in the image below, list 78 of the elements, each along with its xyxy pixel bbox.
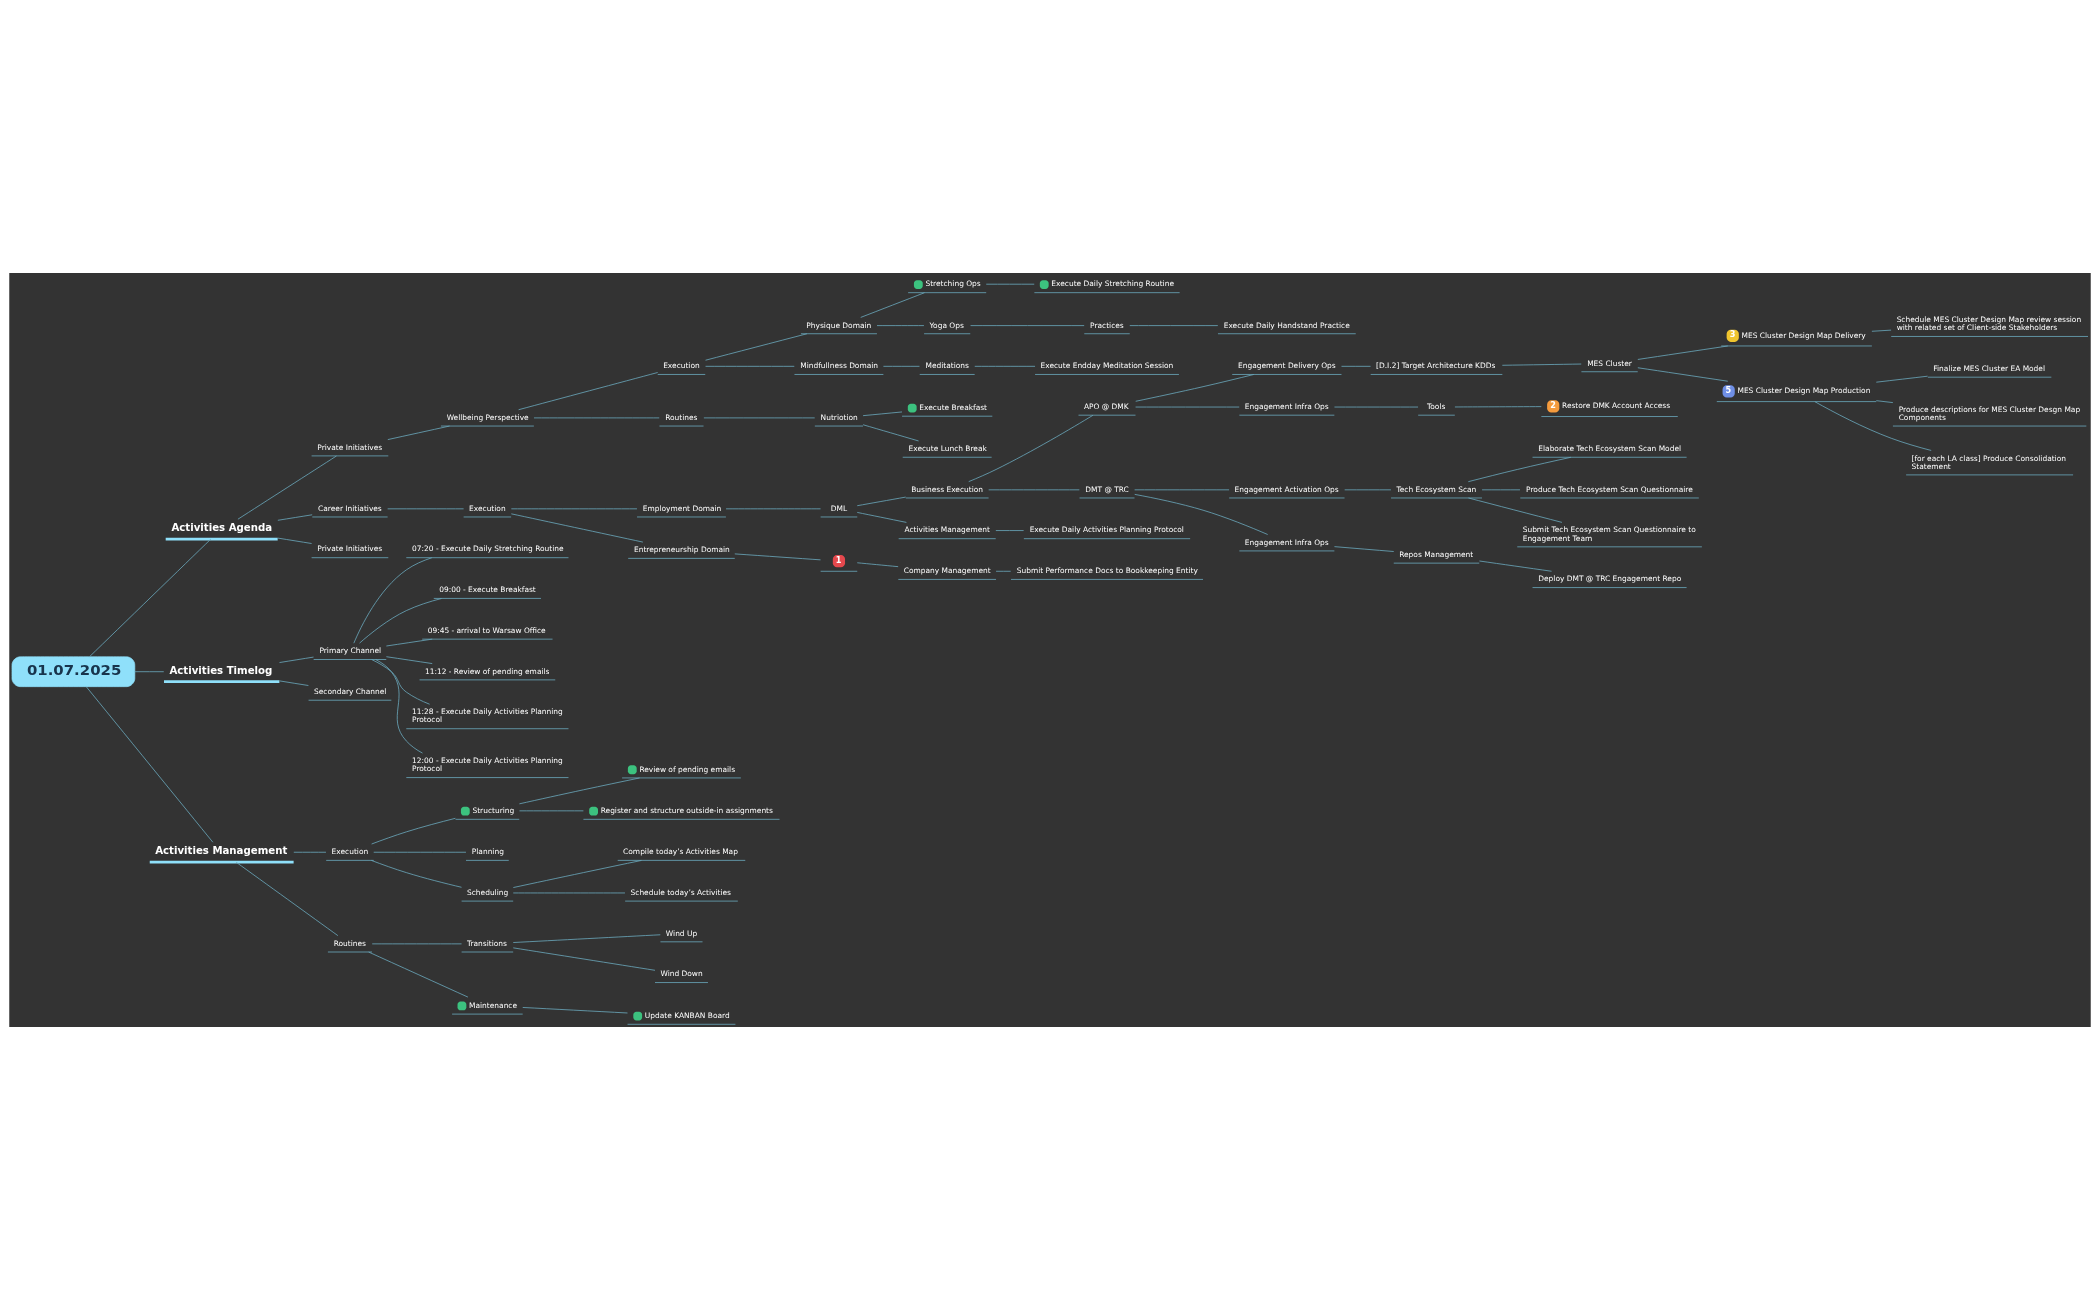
connector xyxy=(1134,488,1230,490)
connector xyxy=(1637,345,1729,360)
connector xyxy=(277,513,313,521)
connector xyxy=(235,861,339,936)
connector xyxy=(368,951,469,997)
connector xyxy=(1875,375,1928,383)
connector xyxy=(518,371,659,410)
connector xyxy=(1637,366,1729,382)
connector xyxy=(1129,324,1219,326)
connector xyxy=(1334,406,1419,407)
connector xyxy=(862,411,903,416)
connector xyxy=(279,680,309,686)
connector xyxy=(1468,497,1563,523)
connector xyxy=(856,561,899,567)
connector xyxy=(512,892,626,893)
connector xyxy=(1814,400,1932,451)
connector xyxy=(519,777,640,804)
connector xyxy=(1501,363,1582,366)
connector xyxy=(1341,365,1371,367)
connector xyxy=(974,365,1036,367)
connector xyxy=(1135,373,1255,402)
connector xyxy=(725,507,821,509)
connector xyxy=(512,933,661,943)
connector xyxy=(533,417,660,418)
connector xyxy=(1135,406,1240,407)
node-text: Activities Management xyxy=(155,844,288,856)
connector xyxy=(510,512,644,542)
connector xyxy=(856,511,907,523)
connector xyxy=(512,946,656,971)
connector xyxy=(985,283,1035,285)
connector xyxy=(1134,493,1269,535)
connector xyxy=(1467,456,1572,482)
connector xyxy=(387,425,450,440)
connector xyxy=(1454,405,1542,407)
connector xyxy=(373,851,467,853)
connector xyxy=(89,538,212,657)
connector xyxy=(375,658,423,753)
connector xyxy=(385,638,433,646)
connector xyxy=(705,332,808,361)
connector xyxy=(860,291,925,318)
connector xyxy=(371,942,462,944)
connector xyxy=(856,496,907,506)
connector xyxy=(1344,488,1392,490)
connector xyxy=(1871,329,1892,332)
connector xyxy=(510,507,638,509)
connector xyxy=(968,414,1094,482)
connector xyxy=(353,556,433,644)
connector xyxy=(134,670,165,672)
connector xyxy=(237,455,337,520)
connector xyxy=(293,851,327,853)
connector xyxy=(371,817,456,844)
connector xyxy=(995,529,1025,531)
connector xyxy=(734,553,821,560)
connector xyxy=(1334,545,1395,552)
connector xyxy=(387,507,464,509)
connector xyxy=(359,597,442,643)
connector xyxy=(277,537,312,544)
connector xyxy=(1875,399,1894,403)
connector xyxy=(883,365,920,367)
connector xyxy=(85,685,214,843)
connector xyxy=(862,423,919,441)
connector xyxy=(371,658,430,705)
connector xyxy=(370,859,462,888)
connector xyxy=(970,324,1085,326)
connector xyxy=(385,655,433,664)
node-text: Activities Timelog xyxy=(169,664,273,676)
connector xyxy=(522,1006,628,1013)
connector xyxy=(703,417,816,418)
connector xyxy=(512,859,642,888)
connector xyxy=(988,488,1080,490)
connector xyxy=(995,570,1012,572)
connector xyxy=(519,809,584,811)
connector xyxy=(705,365,795,367)
connector xyxy=(1481,488,1521,490)
connector xyxy=(279,656,314,663)
connector xyxy=(876,324,925,326)
node-box: 01.07.2025 xyxy=(11,655,136,687)
node-text: Activities Agenda xyxy=(171,521,273,533)
